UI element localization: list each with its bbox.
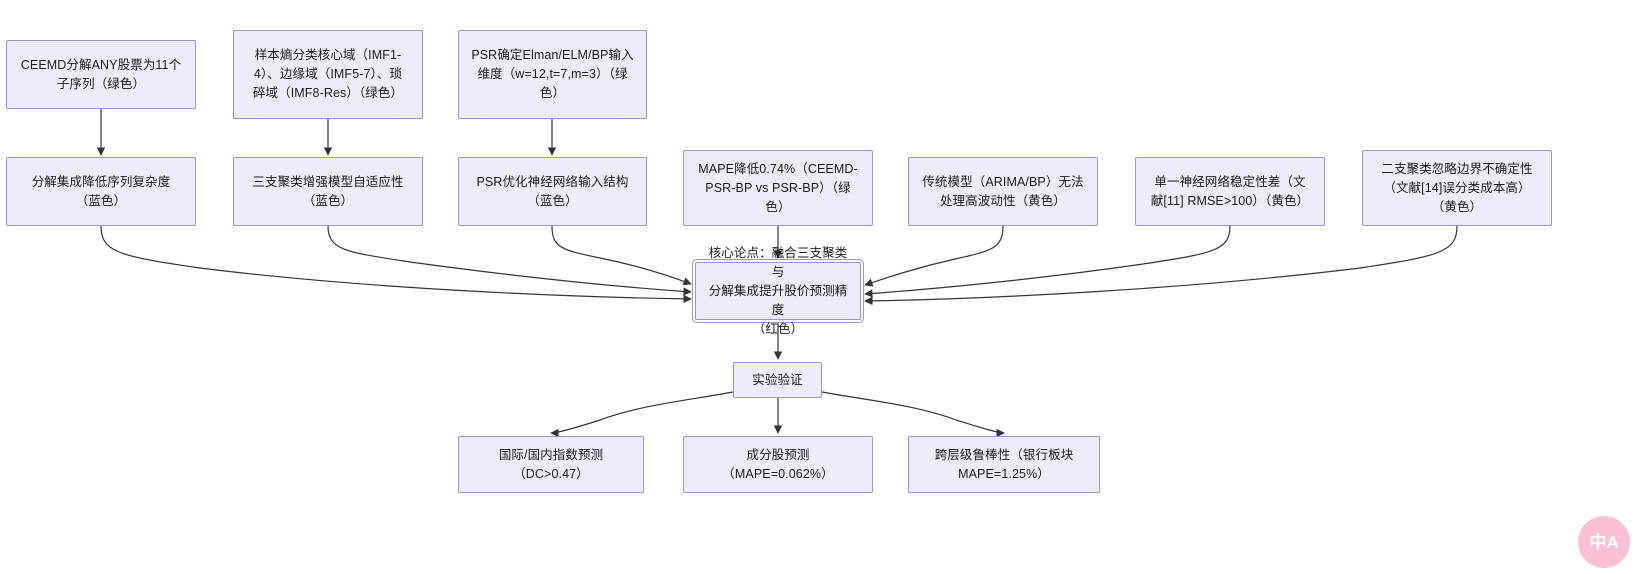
node-traditional-model-limitation[interactable]: 传统模型（ARIMA/BP）无法 处理高波动性（黄色） xyxy=(908,157,1098,226)
node-experimental-validation[interactable]: 实验验证 xyxy=(733,362,822,398)
node-label: CEEMD分解ANY股票为11个 子序列（绿色） xyxy=(20,57,182,91)
node-label: MAPE降低0.74%（CEEMD- PSR-BP vs PSR-BP）（绿 色… xyxy=(698,161,858,214)
node-label: 三支聚类增强模型自适应性 （蓝色） xyxy=(252,174,404,208)
node-three-way-clustering-adaptivity[interactable]: 三支聚类增强模型自适应性 （蓝色） xyxy=(233,157,423,226)
node-core-thesis[interactable]: 核心论点：融合三支聚类与 分解集成提升股价预测精度 （红色） xyxy=(695,246,861,336)
watermark-text: 中A xyxy=(1589,532,1619,552)
node-index-forecast-result[interactable]: 国际/国内指数预测 （DC>0.47） xyxy=(458,436,644,493)
node-label: 二支聚类忽略边界不确定性 （文献[14]误分类成本高） （黄色） xyxy=(1381,161,1533,214)
edge-n4-core xyxy=(100,225,692,304)
edge-n5-core xyxy=(327,225,692,296)
edge-n8-core xyxy=(864,225,1004,287)
node-label: 国际/国内指数预测 （DC>0.47） xyxy=(498,447,604,481)
node-label: 分解集成降低序列复杂度 （蓝色） xyxy=(31,174,171,208)
node-psr-optimize-network-structure[interactable]: PSR优化神经网络输入结构 （蓝色） xyxy=(458,157,647,226)
node-mape-reduction-evidence[interactable]: MAPE降低0.74%（CEEMD- PSR-BP vs PSR-BP）（绿 色… xyxy=(683,150,873,226)
node-label: 传统模型（ARIMA/BP）无法 处理高波动性（黄色） xyxy=(922,174,1084,208)
edge-n9-core xyxy=(864,225,1231,298)
node-label: 单一神经网络稳定性差（文 献[11] RMSE>100）（黄色） xyxy=(1150,174,1310,208)
node-single-network-instability[interactable]: 单一神经网络稳定性差（文 献[11] RMSE>100）（黄色） xyxy=(1135,157,1325,226)
node-label: 成分股预测 （MAPE=0.062%） xyxy=(722,447,834,481)
watermark-badge: 中A xyxy=(1578,516,1630,568)
node-psr-input-dimension[interactable]: PSR确定Elman/ELM/BP输入 维度（w=12,t=7,m=3）（绿 色… xyxy=(458,30,647,119)
node-sample-entropy-classification[interactable]: 样本熵分类核心域（IMF1- 4）、边缘域（IMF5-7）、琐 碎域（IMF8-… xyxy=(233,30,423,119)
edge-n6-core xyxy=(551,225,692,286)
node-two-way-clustering-boundary[interactable]: 二支聚类忽略边界不确定性 （文献[14]误分类成本高） （黄色） xyxy=(1362,150,1552,226)
edge-n10-core xyxy=(864,225,1458,306)
node-label: 样本熵分类核心域（IMF1- 4）、边缘域（IMF5-7）、琐 碎域（IMF8-… xyxy=(252,48,404,100)
node-label: 核心论点：融合三支聚类与 分解集成提升股价预测精度 （红色） xyxy=(708,245,848,336)
edge-n11-n12 xyxy=(550,391,734,438)
edge-n11-n14 xyxy=(821,391,1005,438)
node-label: 跨层级鲁棒性（银行板块 MAPE=1.25%） xyxy=(934,447,1074,481)
node-reduce-sequence-complexity[interactable]: 分解集成降低序列复杂度 （蓝色） xyxy=(6,157,196,226)
node-cross-level-robustness-result[interactable]: 跨层级鲁棒性（银行板块 MAPE=1.25%） xyxy=(908,436,1100,493)
node-label: PSR优化神经网络输入结构 （蓝色） xyxy=(476,174,629,208)
node-label: 实验验证 xyxy=(752,372,803,387)
node-ceemd-decomposition[interactable]: CEEMD分解ANY股票为11个 子序列（绿色） xyxy=(6,40,196,109)
node-label: PSR确定Elman/ELM/BP输入 维度（w=12,t=7,m=3）（绿 色… xyxy=(471,48,634,100)
node-constituent-stock-result[interactable]: 成分股预测 （MAPE=0.062%） xyxy=(683,436,873,493)
